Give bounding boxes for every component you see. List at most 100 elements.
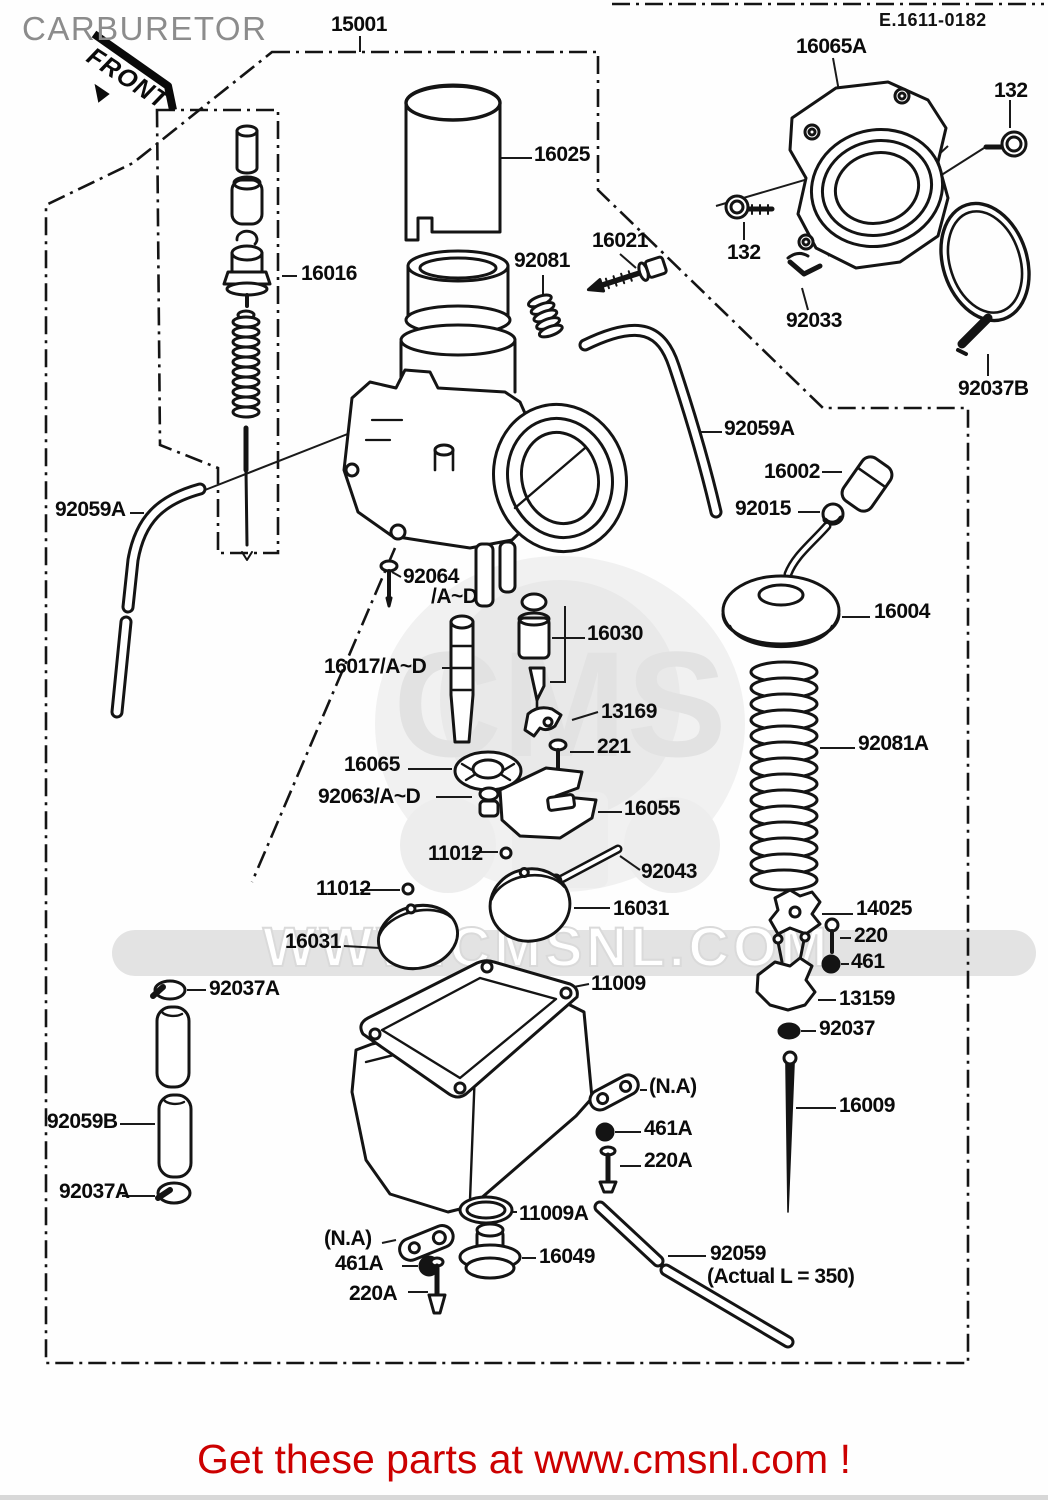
part-label: 15001	[331, 13, 387, 36]
part-label: (N.A)	[649, 1075, 697, 1098]
part-13169-tongue	[523, 706, 563, 738]
part-92033-clip	[786, 251, 823, 277]
part-13159-pivot	[755, 931, 817, 1012]
part-label: 14025	[856, 897, 912, 920]
part-16016-group	[222, 124, 272, 561]
part-label: 16009	[839, 1094, 895, 1117]
part-label: 16065	[344, 753, 400, 776]
part-92063-valve	[478, 786, 500, 818]
footer-banner: Get these parts at www.cmsnl.com !	[197, 1436, 851, 1482]
part-16031-float-right	[488, 867, 572, 943]
part-92037a-clip-bottom	[155, 1181, 192, 1205]
part-16031-float-left	[376, 903, 460, 971]
part-11009-bowl	[350, 959, 594, 1214]
page-title: CARBURETOR	[22, 10, 268, 47]
part-16009-jet-needle	[782, 1050, 798, 1213]
part-132-bolt-right	[983, 130, 1028, 158]
part-92081-spring	[526, 293, 564, 339]
part-11012-clip-upper	[499, 846, 513, 860]
part-label: 92033	[786, 309, 842, 332]
part-label: 221	[597, 735, 631, 758]
part-label: 16004	[874, 600, 930, 623]
part-label: 11009A	[519, 1202, 589, 1225]
part-221-screw	[548, 738, 568, 778]
part-14025-bracket	[768, 888, 822, 936]
part-label: 92059B	[47, 1110, 118, 1133]
part-92037-clip	[777, 1022, 801, 1040]
part-label: 461A	[335, 1252, 384, 1275]
part-16021-screw	[586, 255, 668, 293]
part-16030-group	[517, 592, 551, 710]
part-16017-needle-jet	[449, 614, 475, 744]
part-label: 92081A	[858, 732, 929, 755]
part-carburetor-body	[342, 368, 628, 608]
part-label: 16016	[301, 262, 357, 285]
part-label: 16055	[624, 797, 680, 820]
part-label: 16030	[587, 622, 643, 645]
part-label: 220A	[644, 1149, 693, 1172]
part-label: 13169	[601, 700, 657, 723]
part-label: 92043	[641, 860, 697, 883]
part-16004-cap	[721, 521, 841, 649]
part-label: 92064	[403, 565, 459, 588]
part-label: 132	[727, 241, 761, 264]
part-92059a-hose-left	[110, 482, 207, 719]
part-label: 16049	[539, 1245, 595, 1268]
part-label: 11012	[316, 877, 371, 900]
part-92064-screw	[379, 559, 399, 608]
part-label: (Actual L = 350)	[707, 1265, 855, 1288]
part-label: /A~D	[431, 585, 478, 608]
part-92015-nut	[821, 502, 845, 526]
part-label: 16017/A~D	[324, 655, 427, 678]
part-220a-screw-right	[598, 1145, 618, 1194]
part-92059b-tubes	[155, 1005, 193, 1179]
part-11009a-oring	[458, 1195, 514, 1225]
part-16002-adjuster	[840, 455, 894, 513]
part-16065a-flange	[788, 80, 950, 270]
part-label: (N.A)	[324, 1227, 372, 1250]
part-label: 92081	[514, 249, 570, 272]
part-16025-cap	[404, 83, 502, 242]
part-92037a-clip-top	[150, 979, 187, 1001]
part-92059a-hose-right	[578, 323, 723, 519]
part-label: 16031	[613, 897, 669, 920]
part-92059-hose	[593, 1200, 795, 1349]
part-label: 92037	[819, 1017, 875, 1040]
part-label: 92059A	[55, 498, 126, 521]
part-220-screw	[824, 917, 840, 954]
part-na-bracket-left	[398, 1224, 455, 1262]
part-label: 92059	[710, 1242, 766, 1265]
front-flag	[91, 30, 177, 111]
part-220a-screw-left	[427, 1256, 447, 1315]
part-label: 461A	[644, 1117, 693, 1140]
part-label: 92063/A~D	[318, 785, 421, 808]
part-carb-top-tube	[399, 249, 517, 398]
part-label: 16025	[534, 143, 590, 166]
bottom-edge-bar	[0, 1495, 1048, 1500]
doc-code: E.1611-0182	[879, 10, 987, 30]
part-label: 13159	[839, 987, 895, 1010]
part-92037b-ring	[939, 201, 1031, 356]
assembly-boundary	[44, 2, 1044, 1365]
part-92081a-spring	[749, 660, 819, 892]
part-461a-washer-right	[595, 1122, 615, 1142]
part-16055-bracket	[498, 766, 598, 840]
part-label: 92037A	[209, 977, 280, 1000]
part-label: 11012	[428, 842, 483, 865]
part-461-washer	[821, 954, 841, 974]
part-label: 132	[994, 79, 1028, 102]
part-label: 16031	[285, 930, 341, 953]
part-16049-plug	[458, 1222, 522, 1280]
part-label: 16021	[592, 229, 648, 252]
part-label: 220A	[349, 1282, 398, 1305]
part-label: 220	[854, 924, 888, 947]
part-label: 11009	[591, 972, 646, 995]
part-132-bolt-left	[724, 194, 775, 220]
part-label: 92037B	[958, 377, 1029, 400]
part-label: 16065A	[796, 35, 867, 58]
part-na-bracket-right	[588, 1073, 640, 1112]
part-label: 92015	[735, 497, 791, 520]
part-label: 92059A	[724, 417, 795, 440]
